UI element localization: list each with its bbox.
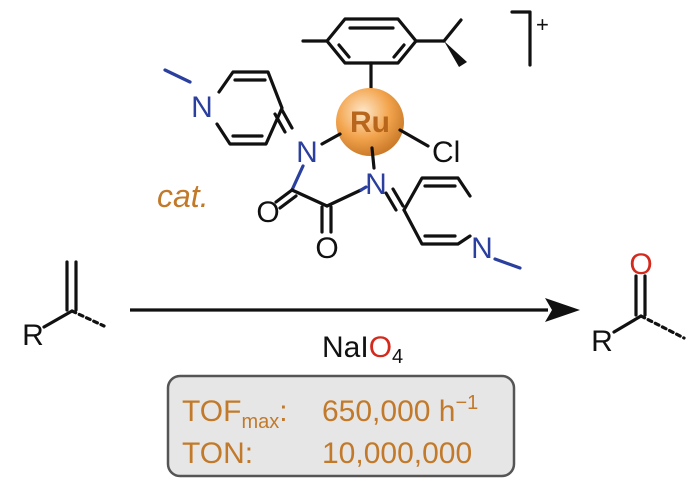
tof-value: 650,000 h−1	[322, 392, 478, 428]
oxamide-ring	[274, 164, 368, 234]
substrate-r-label: R	[22, 319, 44, 352]
right-pyridine-n-label: N	[471, 232, 493, 265]
complex-bracket	[510, 10, 532, 67]
left-pyridine-n-label: N	[191, 91, 213, 124]
p-cymene-ligand	[301, 17, 467, 67]
ru-label: Ru	[350, 106, 390, 139]
left-pyridinylidene	[163, 68, 294, 146]
oxo-bottom-label: O	[315, 232, 338, 265]
product-o-label: O	[629, 248, 652, 281]
cl-label: Cl	[432, 136, 460, 169]
substrate-alkene	[42, 260, 106, 329]
right-pyridinylidene	[384, 176, 522, 270]
metrics-box	[166, 374, 516, 478]
ring-n1-label: N	[296, 136, 318, 169]
product-ketone	[612, 274, 686, 340]
charge-label: +	[536, 12, 549, 37]
reaction-arrow	[130, 298, 580, 322]
ru-sphere	[336, 88, 404, 156]
oxo-left-label: O	[256, 196, 279, 229]
tof-label: TOFmax:	[182, 395, 288, 433]
catalyst-label: cat.	[157, 178, 209, 214]
ton-label: TON:	[182, 437, 253, 470]
ton-value: 10,000,000	[322, 437, 472, 470]
ring-n2-label: N	[365, 168, 387, 201]
product-r-label: R	[591, 325, 613, 358]
oxidant-label: NaIO4	[322, 331, 403, 368]
